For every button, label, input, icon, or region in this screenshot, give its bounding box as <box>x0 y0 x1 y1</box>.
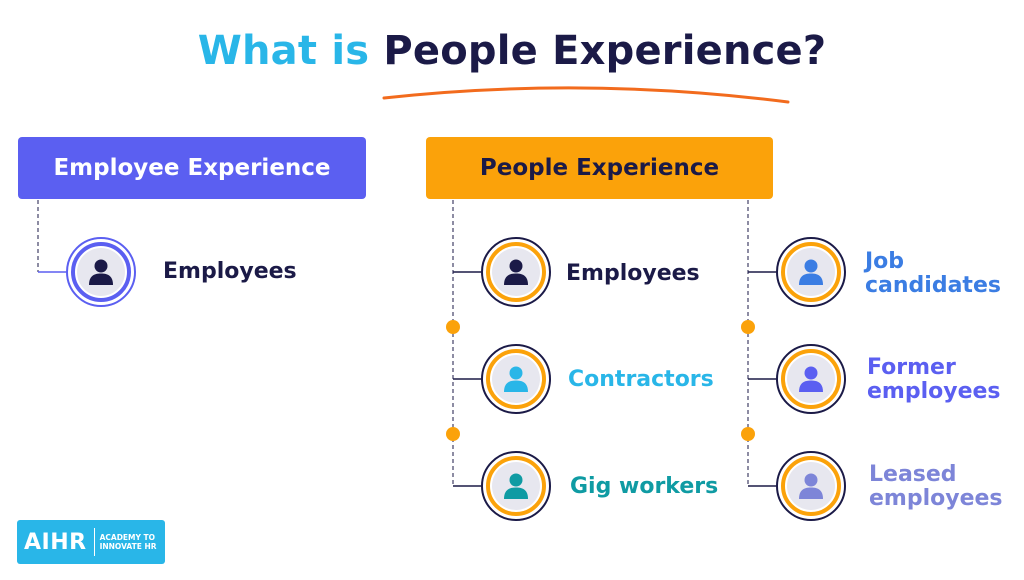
aihr-logo: AIHR ACADEMY TO INNOVATE HR <box>17 520 165 564</box>
pe-contractors-label: Contractors <box>568 367 714 392</box>
pe-gig-workers-node <box>481 451 551 521</box>
label-line: candidates <box>865 273 1001 298</box>
person-icon <box>504 366 528 392</box>
title-part-2: People Experience? <box>383 28 827 74</box>
label-line: Leased <box>869 462 957 487</box>
pe-job-candidates-label: Job candidates <box>865 250 1001 298</box>
logo-brand: AIHR <box>24 529 87 555</box>
label-line: Job <box>865 249 905 274</box>
logo-divider <box>93 528 95 556</box>
connector-dot <box>741 427 755 441</box>
tagline-line: ACADEMY TO <box>99 533 156 542</box>
label-line: employees <box>867 379 1001 404</box>
title-part-1: What is <box>197 28 370 74</box>
pe-former-employees-label: Former employees <box>867 356 1001 404</box>
people-experience-heading: People Experience <box>426 137 773 199</box>
label-line: Former <box>867 355 956 380</box>
connector-dot <box>741 320 755 334</box>
pe-contractors-node <box>481 344 551 414</box>
employee-experience-heading: Employee Experience <box>18 137 366 199</box>
person-icon <box>504 473 528 499</box>
person-icon <box>799 473 823 499</box>
connector-dot <box>446 427 460 441</box>
pe-job-candidates-node <box>776 237 846 307</box>
person-icon <box>799 366 823 392</box>
person-icon <box>89 259 113 285</box>
title-underline <box>382 86 790 104</box>
pe-leased-employees-label: Leased employees <box>869 463 1003 511</box>
ee-employees-node <box>66 237 136 307</box>
page-title: What is People Experience? <box>0 28 1024 74</box>
pe-employees-label: Employees <box>566 261 700 286</box>
label-line: employees <box>869 486 1003 511</box>
person-icon <box>799 259 823 285</box>
person-icon <box>504 259 528 285</box>
pe-employees-node <box>481 237 551 307</box>
pe-gig-workers-label: Gig workers <box>570 474 719 499</box>
pe-leased-employees-node <box>776 451 846 521</box>
logo-tagline: ACADEMY TO INNOVATE HR <box>100 533 162 551</box>
connector-dot <box>446 320 460 334</box>
ee-employees-label: Employees <box>163 259 297 284</box>
tagline-line: INNOVATE HR <box>99 542 157 551</box>
pe-former-employees-node <box>776 344 846 414</box>
